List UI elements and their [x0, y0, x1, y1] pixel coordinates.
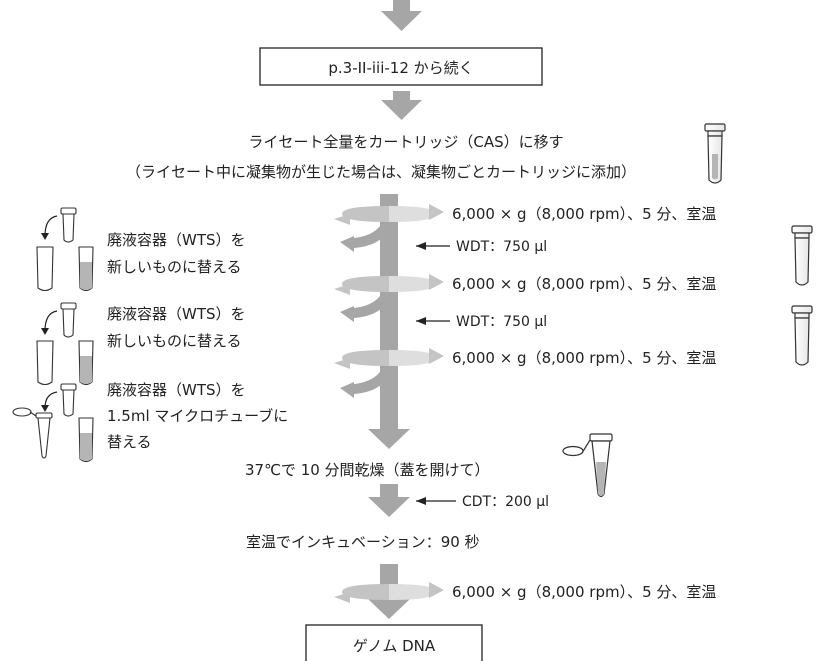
addition-wdt-2: WDT：750 µl	[456, 314, 547, 330]
waste-container-filled-icon	[78, 340, 94, 386]
cartridge-tube-icon	[791, 305, 813, 366]
addition-wdt-1: WDT：750 µl	[456, 239, 547, 255]
centrifuge-step-2: 6,000 × g（8,000 rpm）、5 分、室温	[452, 275, 716, 293]
addition-cdt: CDT：200 µl	[462, 494, 549, 510]
centrifuge-step-1: 6,000 × g（8,000 rpm）、5 分、室温	[452, 205, 716, 223]
start-box-label: p.3-II-iii-12 から続く	[328, 59, 473, 77]
arrow-to-lysate	[381, 91, 422, 120]
waste-note-3-line2: 1.5ml マイクロチューブに	[107, 407, 288, 425]
start-box	[259, 47, 543, 86]
top-arrow	[381, 0, 422, 31]
addition-arrow-2	[416, 317, 450, 325]
dry-step-text: 37℃で 10 分間乾燥（蓋を開けて）	[245, 461, 490, 479]
waste-note-3-line3: 替える	[107, 433, 152, 451]
main-process-arrow	[368, 194, 410, 449]
incubation-step-text: 室温でインキュベーション：90 秒	[246, 533, 480, 551]
centrifuge-step-4: 6,000 × g（8,000 rpm）、5 分、室温	[452, 583, 716, 601]
waste-container-filled-icon	[78, 417, 94, 463]
waste-note-1-line2: 新しいものに替える	[107, 258, 242, 276]
lysate-instruction-line1: ライセート全量をカートリッジ（CAS）に移す	[248, 133, 563, 151]
cartridge-tube-icon	[60, 302, 77, 338]
end-box	[305, 624, 483, 661]
waste-swap-illustration-1	[36, 207, 94, 292]
centrifuge-swirl-icon	[334, 204, 444, 225]
waste-container-icon	[36, 340, 54, 386]
centrifuge-step-3: 6,000 × g（8,000 rpm）、5 分、室温	[452, 349, 716, 367]
waste-container-icon	[36, 246, 54, 292]
waste-branch-arrow	[340, 296, 386, 322]
arrow-after-dry	[368, 484, 410, 517]
cartridge-tube-icon	[791, 225, 813, 286]
waste-swap-illustration-3	[12, 383, 94, 463]
waste-note-2-line1: 廃液容器（WTS）を	[107, 305, 246, 323]
waste-note-1-line1: 廃液容器（WTS）を	[107, 231, 246, 249]
centrifuge-swirl-icon	[334, 274, 444, 295]
lysate-instruction-line2: （ライセート中に凝集物が生じた場合は、凝集物ごとカートリッジに添加）	[126, 163, 636, 181]
microtube-icon	[12, 407, 53, 459]
open-microtube-icon	[562, 433, 613, 498]
cartridge-tube-icon	[60, 383, 77, 417]
end-box-label: ゲノム DNA	[353, 637, 436, 655]
waste-note-2-line2: 新しいものに替える	[107, 332, 242, 350]
centrifuge-swirl-icon	[334, 582, 444, 603]
waste-branch-arrow	[340, 372, 386, 398]
addition-arrow-3	[416, 497, 456, 505]
cartridge-tube-icon	[704, 123, 726, 184]
centrifuge-swirl-icon	[334, 348, 444, 369]
waste-swap-illustration-2	[36, 302, 94, 386]
waste-branch-arrow	[340, 226, 386, 252]
cartridge-tube-icon	[60, 207, 77, 243]
waste-container-filled-icon	[78, 246, 94, 292]
waste-note-3-line1: 廃液容器（WTS）を	[107, 381, 246, 399]
addition-arrow-1	[416, 242, 450, 250]
